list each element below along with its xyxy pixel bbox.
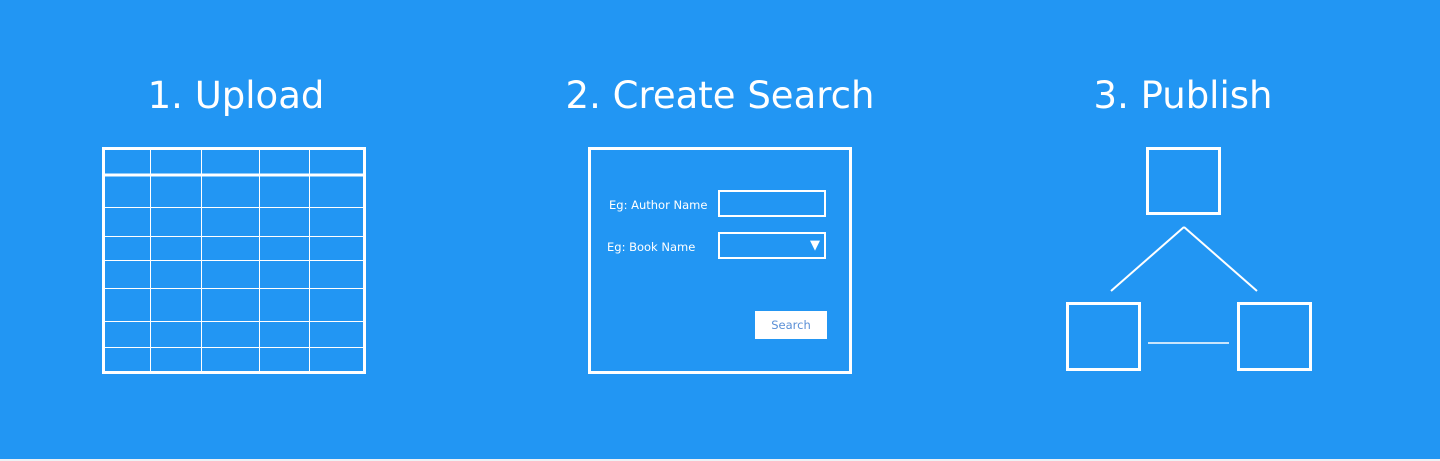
author-name-label: Eg: Author Name	[609, 198, 708, 212]
dropdown-arrow-icon: ▼	[810, 238, 820, 253]
spreadsheet-frame	[102, 147, 366, 374]
connector-line-left	[1110, 226, 1185, 292]
connector-line-right	[1183, 226, 1258, 292]
bottom-divider	[0, 459, 1440, 461]
bottom-right-node-box	[1237, 302, 1312, 371]
search-button[interactable]: Search	[755, 311, 827, 339]
spreadsheet-icon	[102, 147, 366, 374]
step-title-upload: 1. Upload	[147, 74, 325, 117]
step-title-publish: 3. Publish	[1093, 74, 1273, 117]
hierarchy-diagram-icon	[1066, 147, 1312, 371]
search-form-mockup: Eg: Author Name Eg: Book Name ▼ Search	[588, 147, 852, 374]
book-name-dropdown[interactable]: ▼	[718, 232, 826, 259]
bottom-left-node-box	[1066, 302, 1141, 371]
author-name-input[interactable]	[718, 190, 826, 217]
step-title-create-search: 2. Create Search	[565, 74, 875, 117]
top-node-box	[1146, 147, 1221, 215]
book-name-label: Eg: Book Name	[607, 240, 696, 254]
